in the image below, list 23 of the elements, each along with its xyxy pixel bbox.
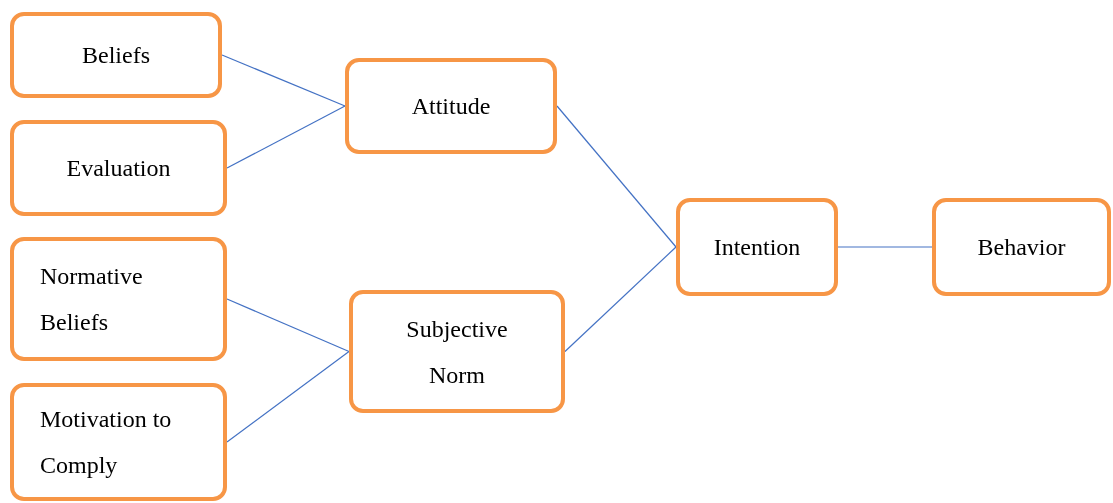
process-box [676, 198, 838, 296]
process-box [345, 58, 557, 154]
connector-line [226, 105, 346, 169]
process-box [10, 383, 227, 501]
process-box [10, 237, 227, 361]
box-label: Motivation to Comply [40, 405, 173, 480]
connector-line [226, 298, 350, 353]
connector-line [556, 105, 677, 248]
box-label: Beliefs [82, 40, 150, 70]
process-box [10, 12, 222, 98]
connector-line [564, 246, 677, 353]
box-label: Evaluation [66, 153, 171, 183]
connector-line [837, 246, 933, 248]
connector-line [221, 54, 346, 107]
connector-line [226, 350, 350, 443]
box-label: Intention [713, 232, 801, 262]
box-label: Normative Beliefs [40, 262, 144, 337]
box-label: Behavior [977, 232, 1066, 262]
box-label: Attitude [411, 91, 491, 121]
process-box [932, 198, 1111, 296]
box-label: Subjective Norm [405, 314, 509, 390]
process-box [10, 120, 227, 216]
process-box [349, 290, 565, 413]
